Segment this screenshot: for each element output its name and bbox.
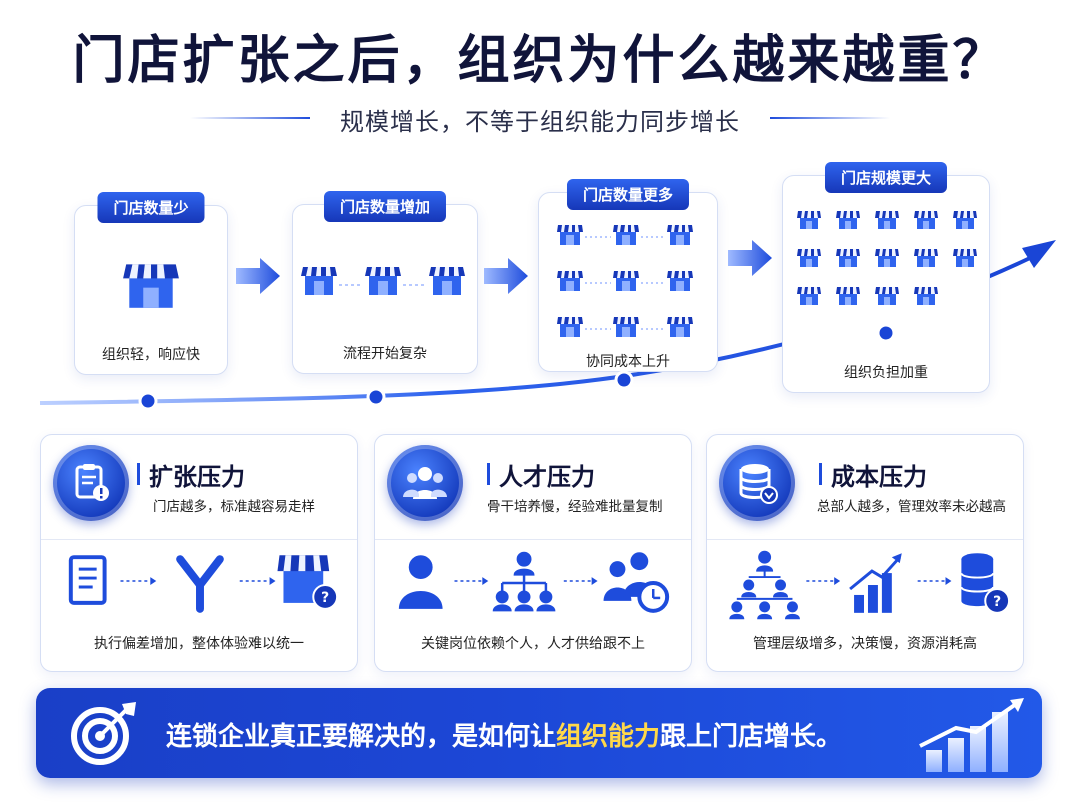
pressure-title: 人才压力	[487, 457, 595, 492]
pressure-foot: 执行偏差增加，整体体验难以统一	[94, 636, 304, 652]
subtitle-line-right	[770, 117, 890, 119]
banner-highlight: 组织能力	[556, 722, 661, 752]
pressure-foot: 关键岗位依赖个人，人才供给跟不上	[421, 636, 645, 652]
pressure-card-cost: 成本压力 总部人越多，管理效率未必越高	[706, 434, 1024, 672]
pressure-flow: ?	[729, 550, 1011, 620]
stage-caption-4: 组织负担加重	[844, 365, 928, 381]
hierarchy-icon	[492, 551, 556, 612]
pressure-desc: 门店越多，标准越容易走样	[153, 499, 315, 515]
stage-tag-2: 门店数量增加	[323, 191, 447, 222]
growth-bars-icon	[919, 698, 1024, 772]
stage-tag-1: 门店数量少	[97, 192, 205, 223]
banner-suffix: 跟上门店增长。	[660, 722, 843, 752]
conclusion-banner: 连锁企业真正要解决的，是如何让组织能力跟上门店增长。	[36, 688, 1042, 778]
svg-text:?: ?	[321, 590, 329, 606]
banner-text: 连锁企业真正要解决的，是如何让组织能力跟上门店增长。	[166, 716, 842, 753]
arrow-right-icon	[236, 258, 280, 294]
pressure-desc: 骨干培养慢，经验难批量复制	[487, 499, 663, 515]
pressure-card-expansion: 扩张压力 门店越多，标准越容易走样 ? 执行偏差增加，整体体验难以统一	[40, 434, 358, 672]
growth-curve-dots	[138, 323, 896, 411]
team-clock-icon	[603, 552, 670, 613]
person-icon	[398, 555, 443, 609]
pressure-foot: 管理层级增多，决策慢，资源消耗高	[753, 636, 977, 652]
subtitle-line-left	[190, 117, 310, 119]
split-arrow-icon	[176, 555, 224, 613]
page-title: 门店扩张之后，组织为什么越来越重？	[72, 31, 1008, 91]
stage-card-1: 门店数量少 组织轻，响应快	[74, 192, 228, 375]
org-chart-icon	[729, 550, 800, 620]
store-question-icon: ?	[277, 555, 339, 610]
stage-tag-4: 门店规模更大	[824, 162, 948, 193]
pressure-flow	[398, 551, 670, 613]
stage-card-4: 门店规模更大 组织负担加重	[782, 162, 990, 393]
page-subtitle: 规模增长，不等于组织能力同步增长	[340, 108, 740, 136]
stage-card-3: 门店数量更多 协同成本上升	[538, 179, 718, 372]
pressure-desc: 总部人越多，管理效率未必越高	[817, 499, 1006, 515]
curve-dot-2	[366, 387, 386, 407]
curve-dot-3	[614, 370, 634, 390]
document-icon	[68, 555, 107, 605]
pressure-flow: ?	[68, 555, 339, 613]
stage-card-2: 门店数量增加 流程开始复杂	[292, 191, 478, 374]
team-icon	[387, 445, 463, 521]
database-question-icon: ?	[960, 553, 1011, 614]
divider	[375, 539, 691, 540]
pressure-title: 成本压力	[819, 457, 927, 492]
divider	[707, 539, 1023, 540]
store-grid-icon	[557, 225, 693, 337]
curve-dot-4	[876, 323, 896, 343]
store-row-icon	[301, 267, 465, 295]
database-down-icon	[719, 445, 795, 521]
stage-caption-1: 组织轻，响应快	[102, 347, 200, 363]
store-icon	[123, 264, 179, 308]
svg-text:?: ?	[993, 594, 1001, 610]
pressure-title: 扩张压力	[137, 457, 245, 492]
stage-caption-2: 流程开始复杂	[343, 346, 427, 362]
pressure-card-talent: 人才压力 骨干培养慢，经验难批量复制	[374, 434, 692, 672]
arrow-right-icon	[728, 240, 772, 276]
stage-caption-3: 协同成本上升	[586, 354, 670, 370]
divider	[41, 539, 357, 540]
subtitle-row: 规模增长，不等于组织能力同步增长	[0, 100, 1080, 136]
curve-dot-1	[138, 391, 158, 411]
target-icon	[71, 702, 136, 765]
stage-tag-3: 门店数量更多	[566, 179, 690, 210]
arrow-right-icon	[484, 258, 528, 294]
clipboard-alert-icon	[53, 445, 129, 521]
bar-chart-up-icon	[849, 553, 902, 613]
banner-prefix: 连锁企业真正要解决的，是如何让	[166, 722, 557, 752]
